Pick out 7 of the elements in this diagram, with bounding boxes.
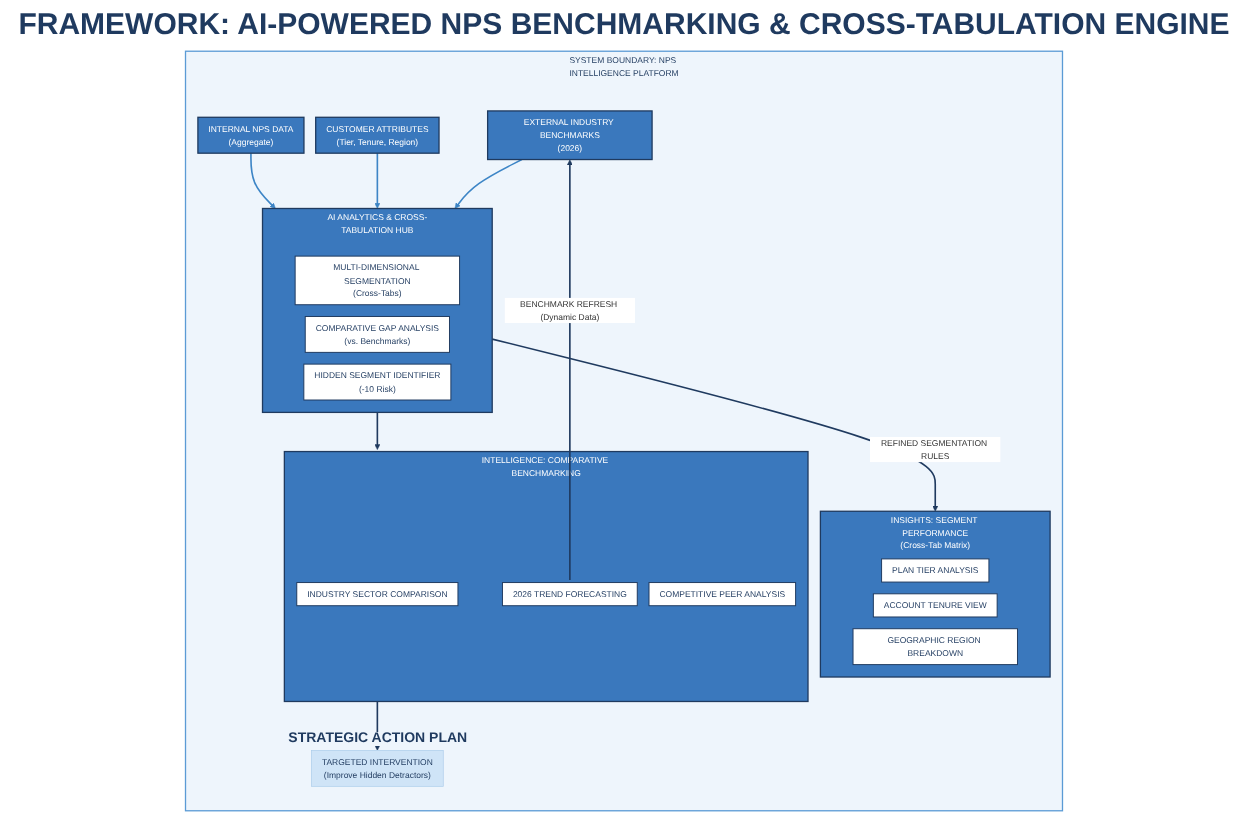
arrow [374, 411, 381, 450]
arrow [567, 159, 573, 581]
arrow [454, 158, 523, 209]
arrow [250, 152, 276, 209]
arrow [374, 152, 381, 209]
diagram-title: FRAMEWORK: AI-POWERED NPS BENCHMARKING & CROSS-TABULATION ENGINE [16, 6, 1232, 46]
arrow [491, 338, 939, 512]
